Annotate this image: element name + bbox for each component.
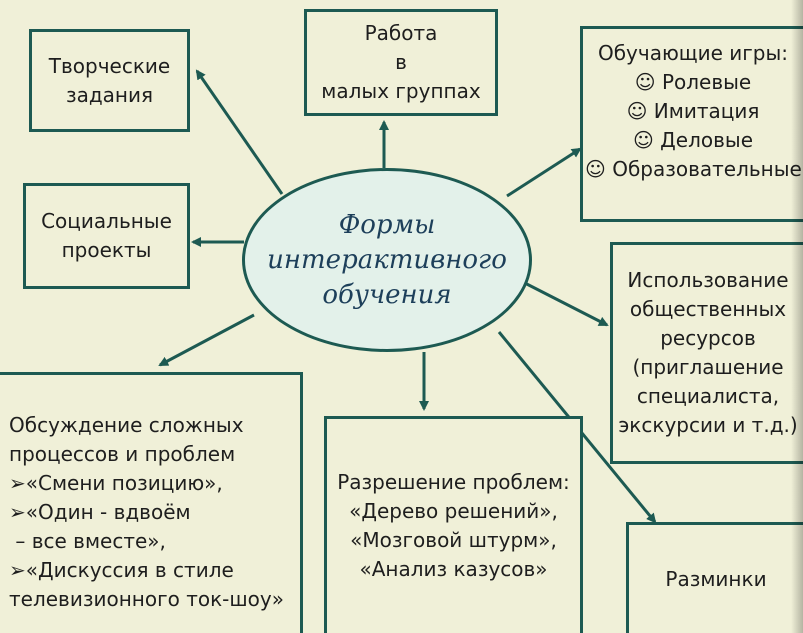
- node-games-item-4: ☺ Образовательные: [585, 157, 802, 181]
- node-resources-line-4: (приглашение: [632, 355, 784, 379]
- node-discussion-item-5: телевизионного ток-шоу»: [9, 587, 284, 611]
- node-social-line-2: проекты: [61, 238, 152, 262]
- arrow-to-resources: [514, 276, 609, 327]
- node-creative-tasks: Творческие задания: [29, 29, 190, 132]
- arrow-to-discussion: [158, 313, 255, 367]
- node-warmups-line-1: Разминки: [665, 566, 767, 591]
- node-discussion-item-2: ➢«Один - вдвоём: [9, 500, 191, 524]
- node-discussion-line-2: процессов и проблем: [9, 442, 236, 466]
- node-groups-line-1: Работа: [364, 21, 438, 45]
- node-resources-line-5: специалиста,: [636, 384, 780, 408]
- node-problems-line-4: «Анализ казусов»: [359, 557, 548, 581]
- node-games-item-3: ☺ Деловые: [632, 128, 754, 152]
- node-social-line-1: Социальные: [41, 209, 172, 233]
- central-topic-ellipse: Формы интерактивного обучения: [242, 168, 532, 352]
- node-creative-line-2: задания: [65, 82, 154, 107]
- node-discussion-item-4: ➢«Дискуссия в стиле: [9, 558, 234, 582]
- center-line-3: обучения: [322, 279, 452, 310]
- node-public-resources: Использование общественных ресурсов (при…: [610, 242, 803, 464]
- node-resources-line-3: ресурсов: [660, 326, 756, 350]
- node-warmups: Разминки: [626, 522, 803, 633]
- node-resources-line-6: экскурсии и т.д.): [618, 413, 798, 437]
- node-discussion-item-3: – все вместе»,: [9, 529, 166, 553]
- node-problems-line-3: «Мозговой штурм»,: [350, 528, 557, 552]
- node-games-title: Обучающие игры:: [597, 41, 789, 65]
- node-learning-games: Обучающие игры: ☺ Ролевые ☺ Имитация ☺ Д…: [580, 26, 803, 222]
- node-discussion-item-1: ➢«Смени позицию»,: [9, 471, 223, 495]
- center-line-1: Формы: [338, 209, 436, 240]
- node-social-projects: Социальные проекты: [23, 183, 190, 289]
- node-resources-line-2: общественных: [629, 297, 787, 321]
- node-problems-line-1: Разрешение проблем:: [337, 470, 570, 494]
- node-problem-solving: Разрешение проблем: «Дерево решений», «М…: [324, 416, 583, 633]
- node-games-item-1: ☺ Ролевые: [634, 70, 752, 94]
- node-groups-line-3: малых группах: [321, 79, 481, 103]
- node-problems-line-2: «Дерево решений»,: [349, 499, 558, 523]
- node-games-item-2: ☺ Имитация: [626, 99, 760, 123]
- node-groups-line-2: в: [395, 50, 407, 74]
- node-discussion-line-1: Обсуждение сложных: [9, 413, 244, 437]
- node-complex-discussion: Обсуждение сложных процессов и проблем ➢…: [0, 372, 303, 633]
- center-line-2: интерактивного: [267, 244, 507, 275]
- arrow-to-creative: [195, 69, 284, 195]
- right-edge-shadow: [791, 0, 803, 633]
- node-resources-line-1: Использование: [627, 268, 789, 292]
- arrow-to-games: [506, 147, 582, 198]
- node-creative-line-1: Творческие: [48, 53, 171, 78]
- node-small-groups: Работа в малых группах: [304, 9, 498, 116]
